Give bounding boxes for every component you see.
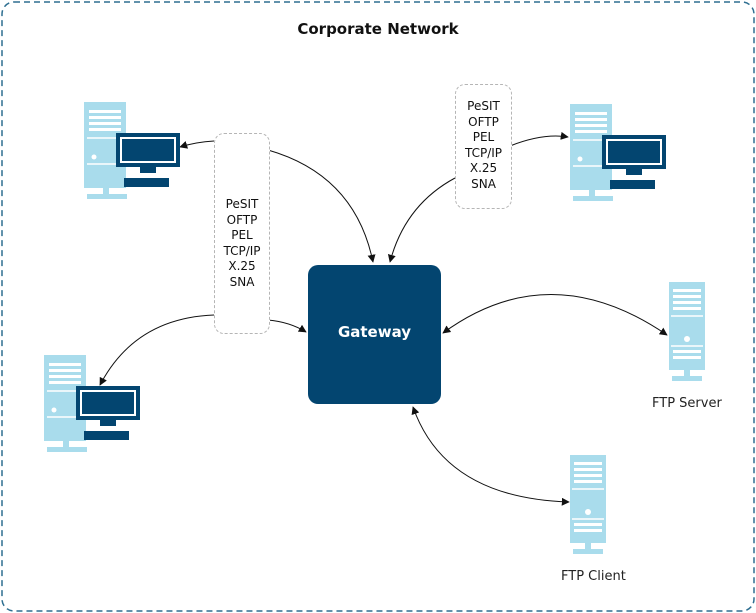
protocol-item: OFTP [468,114,499,129]
workstation-top-left-icon [83,101,181,200]
ftp-client-icon [569,454,607,555]
protocol-item: TCP/IP [464,145,503,160]
arrow-gateway-ftp-server [442,294,668,336]
protocol-item: PeSIT [225,197,259,211]
workstation-top-right-icon [569,103,667,202]
protocol-list-right: PeSIT OFTP PEL TCP/IP X.25 SNA [456,99,511,192]
gateway-node: Gateway [308,265,441,404]
protocol-list-left: PeSIT OFTP PEL TCP/IP X.25 SNA [215,197,269,290]
gateway-label: Gateway [337,323,412,341]
protocol-item: X.25 [469,161,498,175]
arrow-to-top-right-workstation [509,131,569,147]
protocol-item: SNA [471,176,496,191]
arrow-top-right-to-gateway [387,177,456,263]
protocol-item: TCP/IP [223,243,261,258]
workstation-bottom-left-icon [43,354,141,453]
arrow-to-bottom-left-workstation [99,314,215,386]
arrow-top-left-to-gateway [267,149,376,263]
ftp-server-label: FTP Server [652,396,722,411]
arrow-bottom-left-to-gateway [267,319,307,333]
protocol-item: X.25 [228,259,256,273]
ftp-server-icon [668,281,706,382]
diagram-title: Corporate Network [297,20,459,38]
protocol-item: PeSIT [467,99,500,113]
protocol-item: PEL [472,130,495,144]
protocol-item: SNA [229,274,255,289]
protocol-item: OFTP [226,212,258,227]
arrow-to-top-left-workstation [179,140,215,149]
protocol-box-right: PeSIT OFTP PEL TCP/IP X.25 SNA [455,84,512,209]
protocol-item: PEL [231,228,253,242]
ftp-client-label: FTP Client [561,569,626,584]
arrow-gateway-ftp-client [411,406,570,506]
protocol-box-left: PeSIT OFTP PEL TCP/IP X.25 SNA [214,133,270,334]
